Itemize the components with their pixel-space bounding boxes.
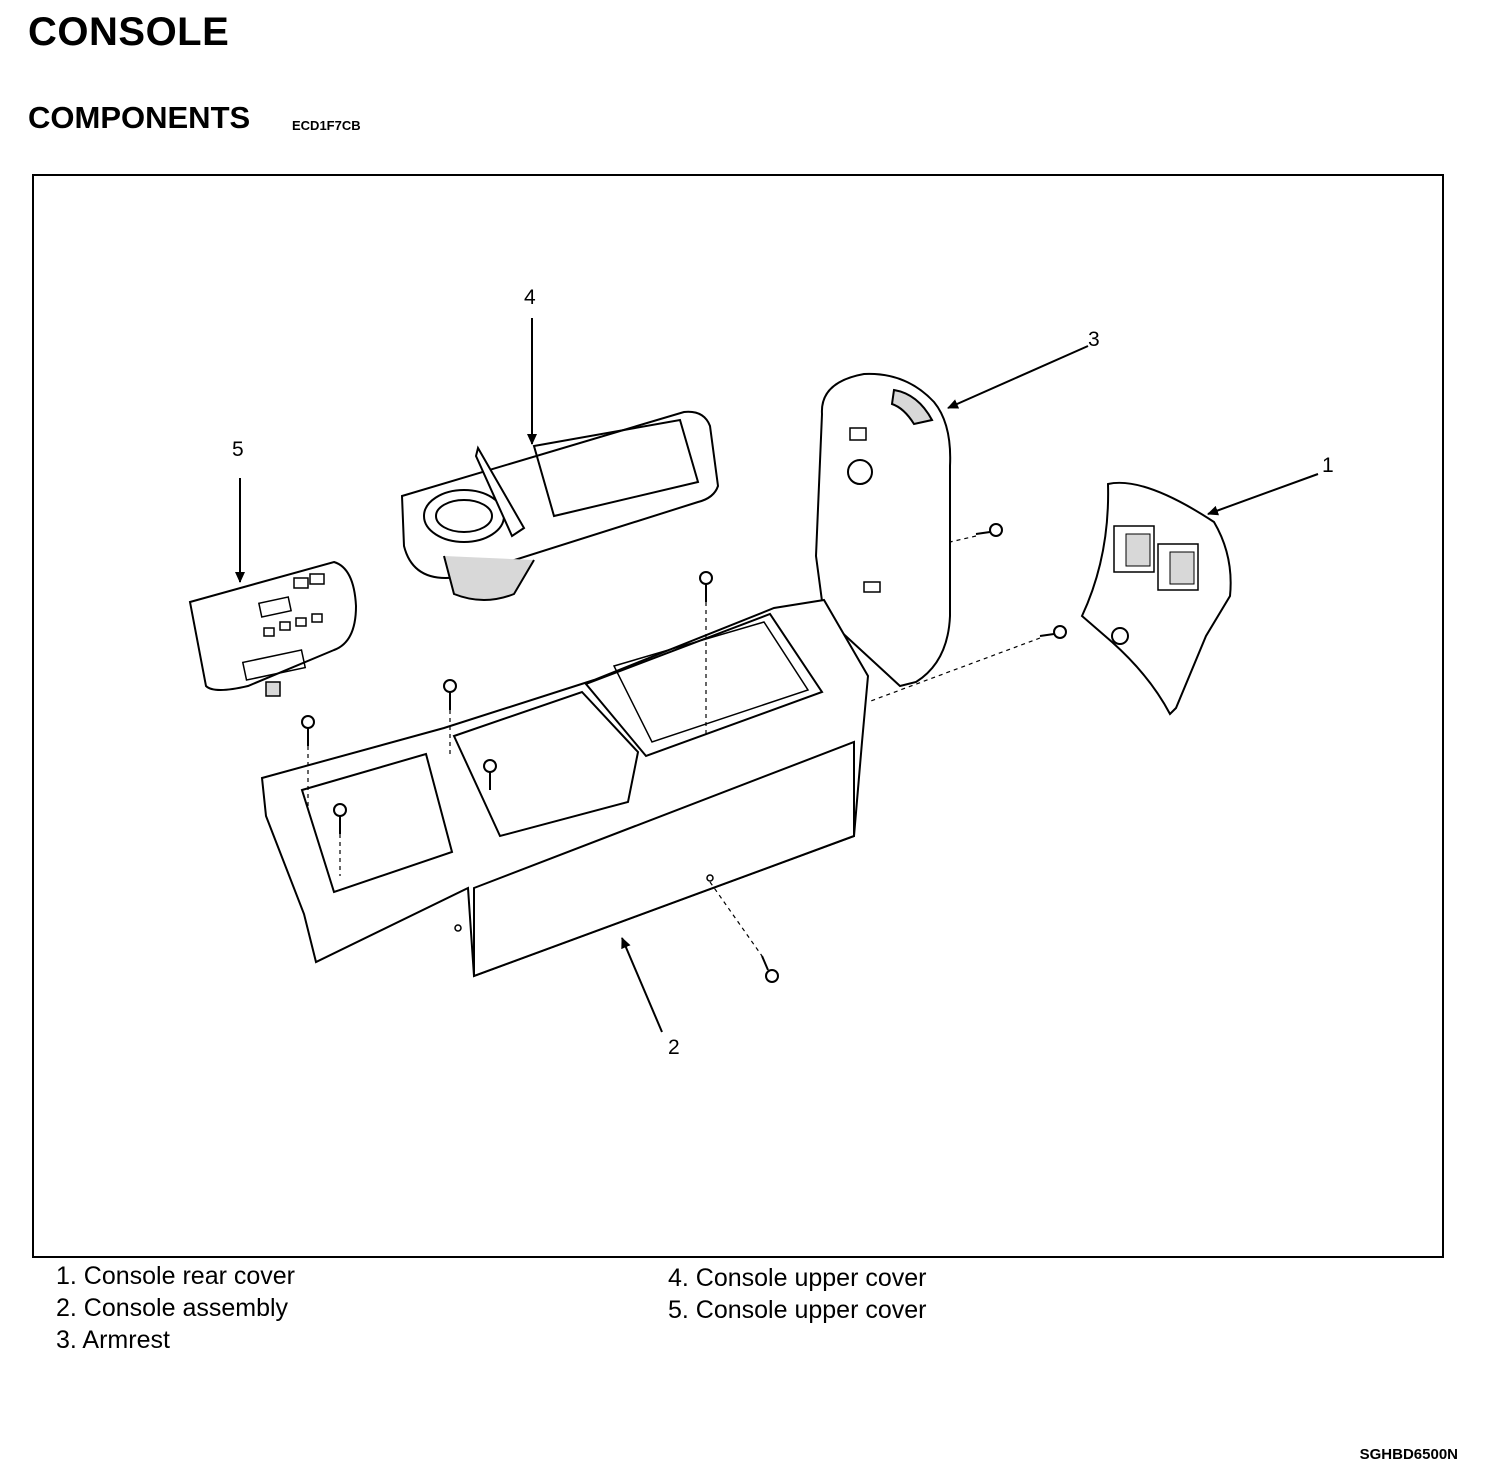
screw-1: [699, 571, 713, 602]
diagram-frame: 1 2 3 4 5: [32, 174, 1444, 1258]
callout-1: 1: [1322, 454, 1334, 477]
part-console-assembly: [260, 598, 870, 978]
legend-item-5: 5. Console upper cover: [668, 1296, 927, 1324]
part-console-upper-cover-shift-panel: [188, 560, 358, 697]
section-code: ECD1F7CB: [292, 118, 361, 133]
screw-6: [975, 523, 1003, 537]
callout-4: 4: [524, 286, 536, 309]
figure-code: SGHBD6500N: [1359, 1446, 1458, 1463]
screw-5: [333, 803, 347, 834]
part-console-upper-cover-cupholder: [400, 410, 720, 601]
callout-3: 3: [1088, 328, 1100, 351]
section-subtitle: COMPONENTS: [28, 100, 251, 135]
screw-7: [1039, 625, 1067, 639]
screw-4: [483, 759, 497, 790]
legend-item-2: 2. Console assembly: [56, 1294, 289, 1322]
callout-2: 2: [668, 1036, 680, 1059]
page-title: CONSOLE: [28, 10, 230, 54]
screws: [301, 523, 1067, 983]
legend-item-4: 4. Console upper cover: [668, 1264, 927, 1292]
exploded-diagram: 1 2 3 4 5: [188, 286, 1334, 1059]
screw-2: [443, 679, 457, 710]
part-console-rear-cover: [1080, 481, 1232, 716]
part-armrest: [814, 372, 952, 688]
screw-8: [761, 955, 779, 983]
alignment-lines: [307, 535, 1041, 957]
legend-item-3: 3. Armrest: [56, 1326, 170, 1354]
legend-item-1: 1. Console rear cover: [56, 1262, 296, 1290]
screw-3: [301, 715, 315, 746]
callout-arrows: [235, 318, 1319, 1033]
callout-5: 5: [232, 438, 244, 461]
